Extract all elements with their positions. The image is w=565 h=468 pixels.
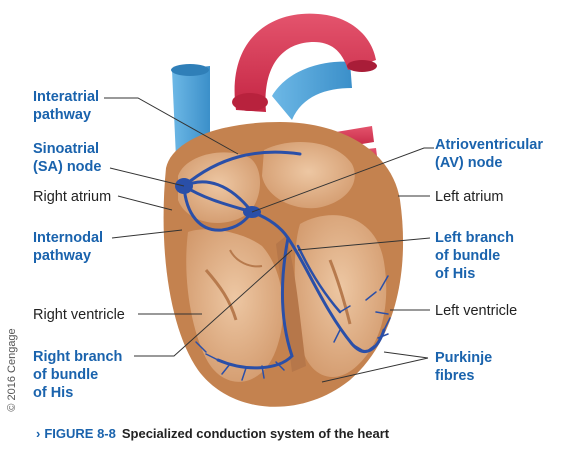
aorta-base <box>232 93 268 111</box>
figure-caption: ›FIGURE 8-8 Specialized conduction system… <box>36 426 389 441</box>
copyright-text: © 2016 Cengage <box>6 328 18 412</box>
right-bundle-branch <box>216 236 294 370</box>
label-internodal-pathway: Internodal pathway <box>33 230 104 264</box>
aortic-arch <box>234 13 376 112</box>
label-left-ventricle: Left ventricle <box>435 303 518 319</box>
right-atrium-chamber <box>178 152 261 223</box>
label-right-atrium: Right atrium <box>33 189 112 205</box>
label-right-ventricle: Right ventricle <box>33 307 125 323</box>
aorta-opening <box>347 60 377 72</box>
pulmonary-artery <box>272 61 352 120</box>
caption-arrow-icon: › <box>36 426 41 441</box>
right-ventricle-chamber <box>186 229 284 382</box>
caption-figure-number: FIGURE 8-8 <box>44 426 116 441</box>
label-left-atrium: Left atrium <box>435 189 504 205</box>
left-atrium-chamber <box>262 141 355 209</box>
label-purkinje-fibres: Purkinje fibres <box>435 350 493 384</box>
leader-lines <box>104 97 434 383</box>
superior-vena-cava <box>172 66 210 158</box>
interatrial-pathway <box>182 150 302 188</box>
left-bundle-branch <box>286 236 386 353</box>
label-interatrial-pathway: Interatrial pathway <box>33 89 100 123</box>
left-ventricle-chamber <box>294 215 387 378</box>
label-left-branch-bundle-of-his: Left branch of bundle of His <box>435 230 514 282</box>
caption-text: Specialized conduction system of the hea… <box>121 426 390 441</box>
label-atrioventricular-node: Atrioventricular (AV) node <box>435 137 543 171</box>
label-right-branch-bundle-of-his: Right branch of bundle of His <box>33 349 123 401</box>
internodal-pathway-2 <box>182 184 254 232</box>
vena-cava-opening <box>171 64 209 76</box>
purkinje-fibres <box>195 275 391 381</box>
label-sinoatrial-node: Sinoatrial (SA) node <box>33 141 102 175</box>
copyright-credit: © 2016 Cengage <box>4 328 20 412</box>
